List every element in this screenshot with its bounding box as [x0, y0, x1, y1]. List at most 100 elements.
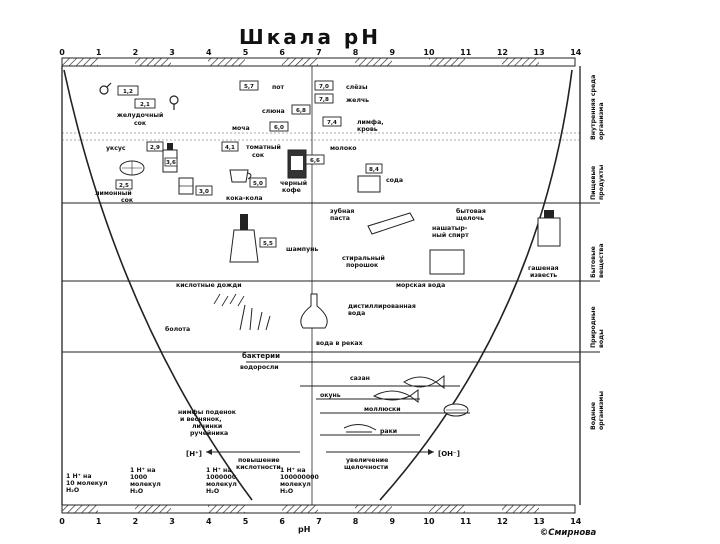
scale-number: 1 — [96, 517, 102, 526]
label-carp: сазан — [350, 375, 370, 382]
svg-text:5,5: 5,5 — [263, 241, 273, 247]
svg-text:Пищевые: Пищевые — [590, 166, 597, 200]
label-sea-water: морская вода — [396, 282, 445, 289]
author-signature: ©Смирнова — [540, 528, 597, 538]
scale-number: 8 — [353, 517, 359, 526]
scale-hatch — [355, 505, 392, 513]
svg-text:Водные: Водные — [590, 402, 597, 430]
label-slaked-lime: гашеная — [528, 265, 559, 272]
svg-text:продукты: продукты — [598, 164, 605, 200]
value-box-coca-cola: 3,0 — [195, 185, 213, 196]
svg-text:молекул: молекул — [280, 481, 311, 488]
value-box-gastric-male: 1,2 — [117, 85, 139, 96]
label-vinegar: уксус — [106, 145, 126, 152]
milk-carton-icon — [287, 149, 307, 179]
diagram-title: Шкала рН — [239, 25, 381, 49]
label-coca-cola: кока-кола — [226, 195, 263, 202]
label-bacteria: бактерии — [242, 352, 280, 360]
mollusk-shell-icon — [443, 403, 469, 417]
lemon-icon — [119, 160, 145, 176]
value-box-sweat: 5,7 — [239, 80, 259, 91]
scale-hatch — [62, 505, 98, 513]
scale-number: 3 — [169, 517, 175, 526]
label-black-coffee-2: кофе — [282, 186, 301, 194]
svg-text:Бытовые: Бытовые — [590, 246, 597, 278]
label-distilled-water: дистиллированная — [348, 303, 416, 310]
scale-number: 14 — [570, 517, 582, 526]
scale-hatch — [282, 58, 318, 66]
axis-label-ph: рН — [298, 525, 310, 534]
scale-number: 7 — [316, 517, 322, 526]
scale-hatch — [502, 58, 539, 66]
scale-number: 12 — [497, 517, 508, 526]
svg-text:H₂O: H₂O — [280, 488, 293, 495]
label-distilled-water-2: вода — [348, 310, 365, 317]
label-household-alkali-2: щелочь — [456, 215, 484, 222]
svg-text:3,0: 3,0 — [199, 189, 209, 195]
svg-text:7,4: 7,4 — [327, 120, 337, 126]
scale-number: 4 — [206, 517, 212, 526]
scale-number: 13 — [534, 48, 545, 57]
svg-text:воды: воды — [598, 329, 605, 348]
label-mollusks: моллюски — [364, 406, 401, 413]
label-oh-minus: [OH⁻] — [438, 450, 460, 458]
toothpaste-tube-icon — [367, 212, 415, 235]
value-box-bile: 7,8 — [314, 93, 334, 104]
svg-text:2,9: 2,9 — [150, 145, 160, 151]
label-river-water: вода в реках — [316, 340, 363, 347]
svg-text:1 H⁺ на: 1 H⁺ на — [130, 467, 156, 474]
svg-text:6,0: 6,0 — [274, 125, 284, 131]
flask-icon — [300, 293, 328, 329]
label-algae: водоросли — [240, 364, 279, 371]
label-gastric-juice: желудочный — [117, 111, 164, 119]
scale-number: 12 — [497, 48, 508, 57]
scale-number: 2 — [133, 48, 139, 57]
svg-text:4,1: 4,1 — [225, 145, 235, 151]
scale-number: 2 — [133, 517, 139, 526]
value-box-tomato: 4,1 — [221, 141, 239, 152]
reeds-icon — [239, 304, 271, 331]
label-h-plus: [H⁺] — [186, 450, 202, 458]
scale-number: 0 — [59, 517, 65, 526]
svg-text:Природные: Природные — [590, 306, 597, 348]
svg-text:2,1: 2,1 — [140, 102, 150, 108]
svg-text:1000000: 1000000 — [206, 474, 237, 481]
value-box-lymph: 7,4 — [322, 116, 342, 127]
example-1: 1 H⁺ на 10 молекул H₂O — [66, 473, 108, 494]
scale-number: 5 — [243, 517, 249, 526]
label-lemon-juice: лимонный — [95, 189, 132, 197]
svg-text:6,6: 6,6 — [310, 158, 320, 164]
scale-number: 1 — [96, 48, 102, 57]
scale-number: 0 — [59, 48, 65, 57]
label-acidity-2: кислотности — [236, 464, 281, 471]
svg-text:организмы: организмы — [598, 391, 605, 430]
svg-text:6,8: 6,8 — [296, 108, 306, 114]
top-scale-bar — [61, 57, 576, 67]
label-perch: окунь — [320, 392, 341, 399]
label-lymph: лимфа, — [357, 118, 384, 126]
value-box-wine: 3,6 — [164, 157, 178, 167]
svg-text:3,6: 3,6 — [166, 160, 176, 166]
scale-number: 5 — [243, 48, 249, 57]
svg-text:Внутренняя среда: Внутренняя среда — [590, 75, 597, 140]
scale-hatch — [282, 505, 318, 513]
section-label-household: Бытовые вещества — [590, 244, 605, 279]
svg-text:молекул: молекул — [130, 481, 161, 488]
scale-hatch — [355, 58, 392, 66]
soda-box-icon — [357, 175, 381, 193]
label-acidity: повышение — [238, 457, 280, 464]
rain-icon — [213, 293, 245, 307]
range-bars — [246, 361, 580, 436]
acidity-arrow-icon — [206, 449, 300, 455]
scale-hatch — [135, 505, 171, 513]
value-box-vinegar: 2,9 — [146, 141, 164, 152]
section-label-food: Пищевые продукты — [590, 164, 605, 200]
alkali-bottle-icon — [537, 210, 561, 247]
svg-text:7,8: 7,8 — [319, 97, 329, 103]
label-shampoo: шампунь — [286, 246, 318, 253]
example-2: 1 H⁺ на 1000 молекул H₂O — [130, 467, 161, 495]
